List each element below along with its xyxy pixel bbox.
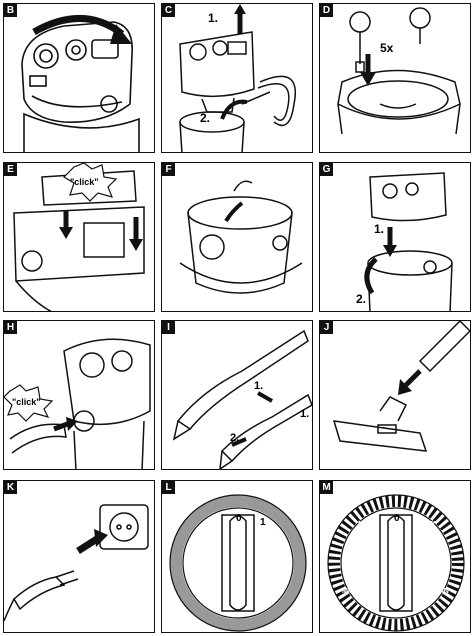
step-2-label: 2. xyxy=(230,432,239,444)
power-dial-illustration: 0 MAX MAX MIN MIN xyxy=(327,494,465,632)
max-right-label: MAX xyxy=(418,520,436,529)
step-1-label: 1. xyxy=(254,380,263,392)
panel-b: B xyxy=(3,3,155,153)
click-label: "click" xyxy=(12,397,41,407)
step-1-label: 1. xyxy=(208,11,218,25)
socket-illustration xyxy=(99,504,149,550)
panel-letter: E xyxy=(4,163,17,176)
panel-h: H "click" xyxy=(3,320,155,470)
panel-letter: J xyxy=(320,321,333,334)
panel-letter: C xyxy=(162,4,175,17)
motor-head-illustration xyxy=(21,15,140,152)
panel-letter: K xyxy=(4,481,17,494)
container-filter-illustration xyxy=(179,180,303,294)
panel-letter: L xyxy=(162,481,175,494)
panel-i: I 1. 2. 1. xyxy=(161,320,313,470)
hose-connect-illustration: "click" xyxy=(4,338,151,469)
panel-letter: D xyxy=(320,4,333,17)
dial-illustration: 0 1 xyxy=(169,494,307,632)
step-2-label: 2. xyxy=(200,111,210,125)
panel-letter: G xyxy=(320,163,333,176)
panel-c: C 1. 2. xyxy=(161,3,313,153)
panel-m: M 0 MAX MAX MIN MIN xyxy=(319,480,471,633)
panel-d: D 5x xyxy=(319,3,471,153)
panel-letter: H xyxy=(4,321,17,334)
click-label: "click" xyxy=(70,177,99,187)
step-1b-label: 1. xyxy=(300,408,309,420)
panel-g: G 1. 2. xyxy=(319,162,471,312)
floor-nozzle-illustration xyxy=(332,321,470,452)
panel-f: F xyxy=(161,162,313,312)
dial-off-label: 0 xyxy=(236,513,242,524)
step-1-label: 1. xyxy=(374,222,384,236)
hose-wand-illustration: 1. 2. 1. xyxy=(172,329,312,469)
motor-head-lift-illustration: 1. 2. xyxy=(179,4,296,152)
panel-letter: B xyxy=(4,4,17,17)
plug-socket-illustration xyxy=(4,504,149,622)
panel-letter: F xyxy=(162,163,175,176)
panel-j: J xyxy=(319,320,471,470)
dial-off-label: 0 xyxy=(394,513,400,524)
plug-illustration xyxy=(13,576,66,611)
panel-letter: I xyxy=(162,321,175,334)
panel-k: K xyxy=(3,480,155,633)
filter-cover-illustration: "click" xyxy=(13,163,145,311)
container-casters-illustration: 5x xyxy=(337,7,461,135)
max-left-label: MAX xyxy=(358,520,376,529)
count-label: 5x xyxy=(380,41,394,55)
min-left-label: MIN xyxy=(342,588,355,595)
min-right-label: MIN xyxy=(436,588,449,595)
dial-on-label: 1 xyxy=(260,517,266,528)
panel-l: L 0 1 xyxy=(161,480,313,633)
panel-e: E "click" xyxy=(3,162,155,312)
motor-head-attach-illustration: 1. 2. xyxy=(356,172,453,311)
step-2-label: 2. xyxy=(356,292,366,306)
panel-letter: M xyxy=(320,481,333,494)
